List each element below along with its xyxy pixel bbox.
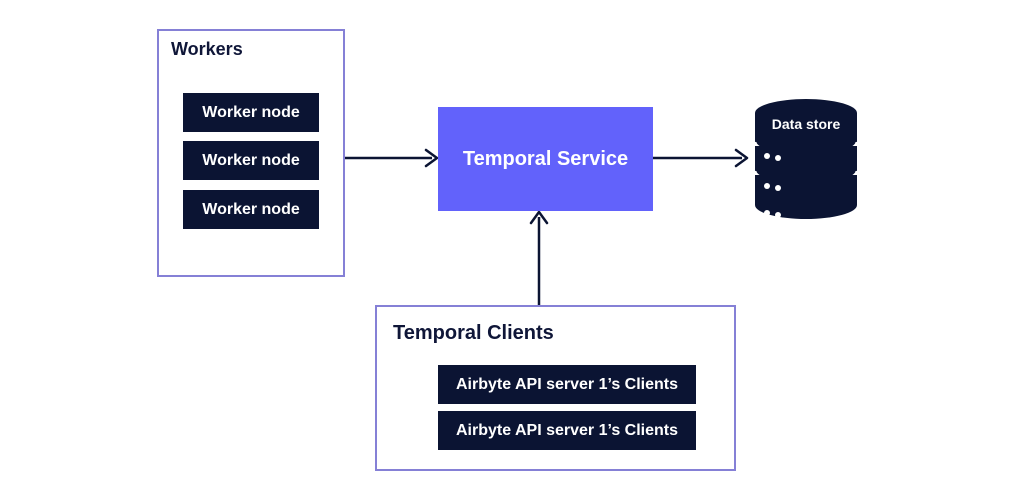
clients-title: Temporal Clients — [393, 322, 554, 344]
service-to-datastore-arrowhead — [734, 148, 749, 168]
client-item-1: Airbyte API server 1’s Clients — [438, 365, 696, 404]
temporal-service: Temporal Service — [438, 107, 653, 211]
clients-to-service-arrowhead — [529, 210, 549, 225]
client-item-2: Airbyte API server 1’s Clients — [438, 411, 696, 450]
database-icon — [753, 99, 859, 219]
datastore-label: Data store — [771, 116, 841, 132]
worker-node-2: Worker node — [183, 141, 319, 180]
workers-to-service-arrowhead — [424, 148, 439, 168]
worker-node-1: Worker node — [183, 93, 319, 132]
worker-node-3: Worker node — [183, 190, 319, 229]
workers-title: Workers — [171, 39, 243, 59]
